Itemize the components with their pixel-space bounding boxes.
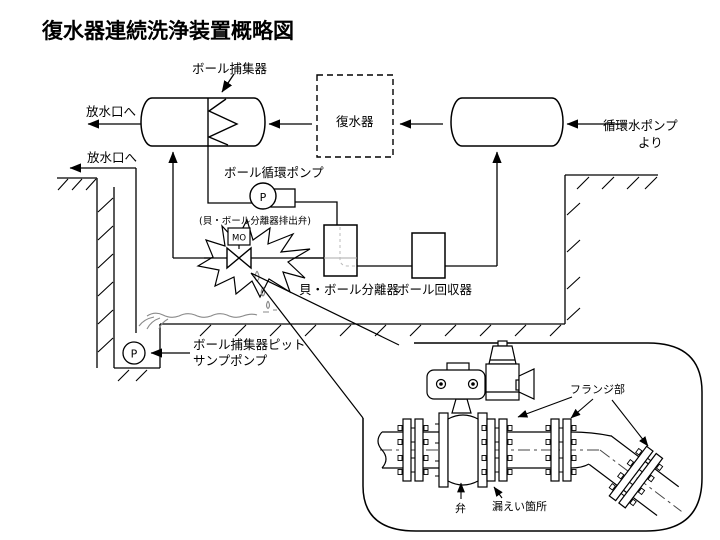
discharge-valve: MO	[226, 227, 252, 270]
outlet-lower-label: 放水口へ	[87, 150, 137, 165]
pit-label-2: サンプポンプ	[193, 353, 268, 368]
valve-actuator	[426, 340, 535, 401]
ground-hatching	[57, 174, 658, 382]
valve-actuator-label: MO	[232, 234, 246, 244]
circ-pump-label-2: より	[638, 135, 663, 150]
inset-callout: フランジ部 弁 漏えい箇所	[250, 272, 703, 532]
catcher-takeoff-line	[207, 146, 252, 204]
sump-pump: P	[122, 341, 146, 365]
catcher-label-arrow	[221, 73, 235, 93]
ball-catcher-screen	[207, 98, 239, 146]
page-title: 復水器連続洗浄装置概略図	[41, 19, 294, 43]
pump-letter: P	[260, 191, 267, 204]
recovery-label: ボール回収器	[397, 282, 473, 297]
elbow-section	[588, 435, 682, 517]
separator-label: 貝・ボール分離器	[299, 282, 400, 297]
discharge-valve-note: (貝・ボール分離器排出弁)	[199, 215, 311, 227]
inset-pointer-lines	[250, 272, 400, 419]
recovery-box	[411, 232, 446, 279]
pit-label-1: ボール捕集器ピット	[193, 337, 306, 352]
condenser-box	[316, 74, 394, 158]
circulating-water-pipe	[450, 97, 564, 147]
sump-pump-letter: P	[131, 348, 138, 361]
separator-box	[323, 224, 358, 277]
inset-arrows	[457, 396, 649, 499]
leak-location-label: 漏えい箇所	[492, 499, 547, 513]
outlet-top-label: 放水口へ	[86, 104, 136, 119]
pump-discharge-line	[295, 201, 338, 225]
inset-valve-label: 弁	[455, 501, 466, 515]
discharge-water-pipe	[140, 97, 266, 147]
ball-pump-label: ボール循環ポンプ	[224, 165, 324, 180]
leak-water	[138, 270, 277, 330]
handwheel-icon	[518, 368, 535, 400]
flange-label: フランジ部	[570, 382, 625, 396]
circ-pump-label-1: 循環水ポンプ	[603, 118, 678, 133]
condenser-label: 復水器	[336, 114, 374, 129]
piping-lines	[69, 73, 627, 358]
inset-pipe	[377, 431, 612, 469]
ball-circulation-pump: P	[249, 182, 296, 210]
ball-catcher-label: ボール捕集器	[192, 61, 268, 76]
inset-valve	[435, 391, 491, 488]
